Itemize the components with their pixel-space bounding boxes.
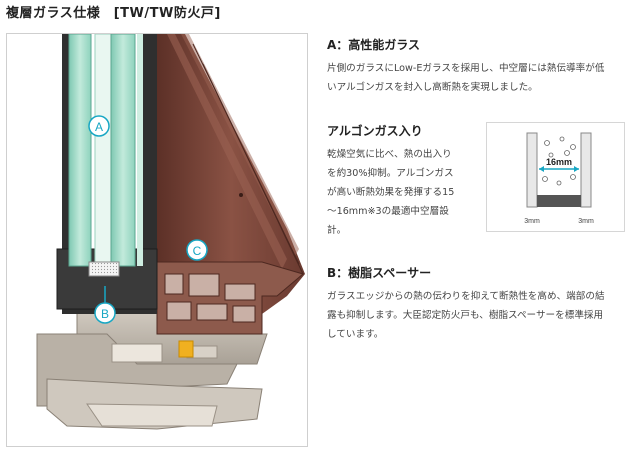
section-argon-line-4: ～16mm※3の最適中空層設 [327,206,449,217]
section-b-body: ガラスエッジからの熱の伝わりを抑えて断熱性を高め、端部の結 露も抑制します。大臣… [327,287,637,344]
section-a-line-2: いアルゴンガスを封入し高断熱を実現しました。 [327,82,538,93]
section-high-performance-glass: A：高性能ガラス 片側のガラスにLow-Eガラスを採用し、中空層には熱伝導率が低… [327,36,637,97]
argon-bubbles [542,136,576,186]
callout-c: C [186,239,208,261]
right-thickness-label: 3mm [578,218,594,225]
glass-gap-diagram: 16mm 3mm 3mm [486,122,625,232]
left-glass-pane [526,132,538,208]
section-a-body: 片側のガラスにLow-Eガラスを採用し、中空層には熱伝導率が低 いアルゴンガスを… [327,59,637,97]
section-argon-line-2: を約30%抑制。アルゴンガス [327,168,454,179]
aluminium-frame [36,295,268,430]
section-resin-spacer: B：樹脂スペーサー ガラスエッジからの熱の伝わりを抑えて断熱性を高め、端部の結 … [327,264,637,344]
right-glass-pane [580,132,592,208]
fire-gasket [178,340,194,358]
section-argon-line-1: 乾燥空気に比べ、熱の出入り [327,149,452,160]
section-b-line-1: ガラスエッジからの熱の伝わりを抑えて断熱性を高め、端部の結 [327,291,605,302]
section-argon-body: 乾燥空気に比べ、熱の出入り を約30%抑制。アルゴンガス が高い断熱効果を発揮す… [327,145,477,240]
section-argon-line-5: 計。 [327,225,347,236]
section-argon-title: アルゴンガス入り [327,124,423,138]
section-a-line-1: 片側のガラスにLow-Eガラスを採用し、中空層には熱伝導率が低 [327,63,605,74]
glass-gap-illustration: 16mm 3mm 3mm [524,132,594,225]
page-title: 複層ガラス仕様 [TW/TW防火戸] [6,6,221,21]
section-argon-gas: アルゴンガス入り 乾燥空気に比べ、熱の出入り を約30%抑制。アルゴンガス が高… [327,122,477,240]
wood-frame [156,34,305,335]
gap-arrow-left-icon [539,166,544,172]
callout-a: A [88,115,110,137]
section-b-title: B：樹脂スペーサー [327,266,432,280]
gap-arrow-right-icon [574,166,579,172]
section-argon-line-3: が高い断熱効果を発揮する15 [327,187,455,198]
section-b-line-2: 露も抑制します。大臣認定防火戸も、樹脂スペーサーを標準採用 [327,310,604,321]
callout-c-label: C [193,244,202,258]
resin-spacer [88,261,120,277]
section-b-line-3: しています。 [327,329,384,340]
left-thickness-label: 3mm [524,218,540,225]
callout-a-label: A [95,120,103,134]
gap-label: 16mm [546,157,572,167]
double-glazing [68,34,143,267]
callout-b: B [94,286,116,324]
window-section-illustration: A B C [36,34,305,430]
spacer-bar [537,195,581,207]
callout-b-label: B [101,307,109,321]
section-a-title: A：高性能ガラス [327,38,421,52]
window-section-figure: A B C [6,33,308,447]
